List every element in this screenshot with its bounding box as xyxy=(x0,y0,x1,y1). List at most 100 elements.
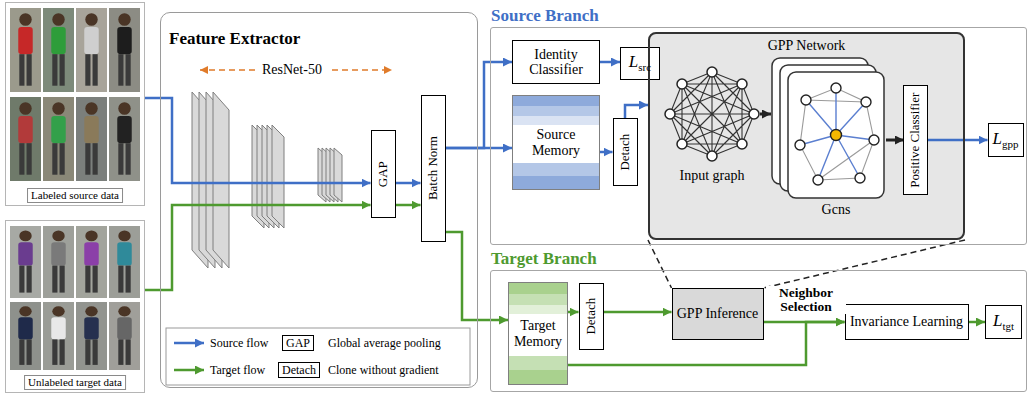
target-photos xyxy=(109,302,140,370)
input-graph xyxy=(737,79,747,89)
target-photos xyxy=(76,302,107,370)
input-graph xyxy=(677,139,687,149)
branch-panel: Target BranchTarget MemoryDetachGPP Infe… xyxy=(490,270,1027,392)
network-panel-fill xyxy=(648,32,965,240)
legend-frame xyxy=(166,328,470,385)
box-label: Identity Classifier xyxy=(513,47,599,78)
loss-label: Lgpp xyxy=(993,130,1019,150)
flow-arrow xyxy=(446,232,509,320)
branch-panel: Source BranchIdentity ClassifierLsrcSour… xyxy=(490,27,1027,245)
target-photos xyxy=(76,226,107,298)
target-photos xyxy=(84,231,98,293)
legend-frame xyxy=(166,328,470,385)
input-graph xyxy=(707,151,717,161)
graph-label: Gcns xyxy=(806,202,866,218)
legend-sample-box: Detach xyxy=(278,362,320,378)
source-photos xyxy=(43,97,74,181)
legend-entry: Source flow xyxy=(210,336,268,350)
layer-box: Batch Norm xyxy=(421,95,446,242)
legend-entry: Clone without gradient xyxy=(328,363,439,377)
source-photos xyxy=(43,8,74,92)
loss-label: Ltgt xyxy=(993,312,1014,332)
legend-frame xyxy=(174,369,204,372)
loss-symbol: L xyxy=(993,311,1002,330)
inference-box: GPP Inference xyxy=(672,288,764,340)
input-graph xyxy=(665,67,759,161)
panel-caption: Unlabeled target data xyxy=(24,375,126,390)
gcn-stack xyxy=(801,95,811,105)
source-photos xyxy=(117,102,131,174)
gcn-stack xyxy=(886,139,904,142)
layer-box: GAP xyxy=(371,130,396,218)
source-photos xyxy=(76,97,107,181)
source-photos xyxy=(18,102,32,174)
input-graph xyxy=(677,79,687,89)
target-photos xyxy=(43,226,74,298)
source-photos xyxy=(109,8,140,92)
resnet-arrow xyxy=(200,69,255,71)
input-graph xyxy=(665,109,675,119)
flow-arrow xyxy=(396,182,421,185)
input-graph xyxy=(665,67,771,161)
legend-frame xyxy=(174,342,204,345)
image-panel: Labeled source data xyxy=(5,2,145,206)
source-photos xyxy=(84,102,98,174)
panel-title: Source Branch xyxy=(491,7,599,24)
loss-box: Ltgt xyxy=(985,305,1022,339)
input-graph xyxy=(760,113,771,116)
flow-arrow xyxy=(446,62,513,148)
target-photos xyxy=(117,306,131,365)
flow-arrow xyxy=(145,98,371,183)
target-photos xyxy=(43,302,74,370)
memory-bank: Target Memory xyxy=(508,282,568,385)
box-label: Target Memory xyxy=(509,317,567,350)
gcn-stack xyxy=(855,173,865,183)
edge-label: Neighbor Selection xyxy=(766,286,846,314)
target-photos xyxy=(51,231,65,293)
loss-subscript: gpp xyxy=(1002,138,1019,150)
flow-arrow xyxy=(928,139,988,142)
source-photos xyxy=(10,8,140,181)
box-label: Batch Norm xyxy=(426,137,440,201)
source-photos xyxy=(109,97,140,181)
loss-box: Lsrc xyxy=(620,47,660,80)
memory-bank: Source Memory xyxy=(512,95,600,190)
target-photos xyxy=(18,231,32,293)
input-graph xyxy=(749,109,759,119)
input-graph xyxy=(707,67,717,77)
flow-arrow xyxy=(396,204,421,207)
network-panel: GPP NetworkPositive Classifier xyxy=(648,32,965,240)
flow-arrow xyxy=(446,147,513,150)
gcn-stack xyxy=(861,97,871,107)
source-photos xyxy=(76,8,107,92)
box-label: Detach xyxy=(618,134,632,171)
gcn-stack xyxy=(795,140,805,150)
conv-layers xyxy=(213,92,229,268)
detach-box: Detach xyxy=(579,283,604,350)
input-graph xyxy=(670,72,754,156)
flow-arrow xyxy=(969,321,986,324)
loss-subscript: src xyxy=(638,62,651,74)
panel-title: GPP Network xyxy=(650,38,963,53)
box-label: Invariance Learning xyxy=(850,314,963,329)
gcn-stack xyxy=(788,72,884,198)
conv-layers xyxy=(192,92,342,268)
target-photos xyxy=(18,306,32,365)
flow-arrow xyxy=(600,151,613,154)
loss-symbol: L xyxy=(993,129,1002,148)
source-photos xyxy=(10,97,41,181)
projection-line xyxy=(648,240,672,288)
network-name: ResNet-50 xyxy=(262,62,322,78)
source-photos xyxy=(51,13,65,85)
legend-entry: Target flow xyxy=(210,363,265,377)
gcn-stack xyxy=(800,88,874,180)
flow-arrow xyxy=(600,61,620,64)
flow-arrow xyxy=(568,311,579,314)
loss-label: Lsrc xyxy=(629,53,651,73)
classifier-box: Positive Classifier xyxy=(903,85,928,195)
source-photos xyxy=(18,13,32,85)
box-label: GPP Inference xyxy=(677,306,759,321)
box-label: Detach xyxy=(584,298,598,335)
detach-box: Detach xyxy=(613,118,638,186)
box-label: Positive Classifier xyxy=(908,93,922,188)
